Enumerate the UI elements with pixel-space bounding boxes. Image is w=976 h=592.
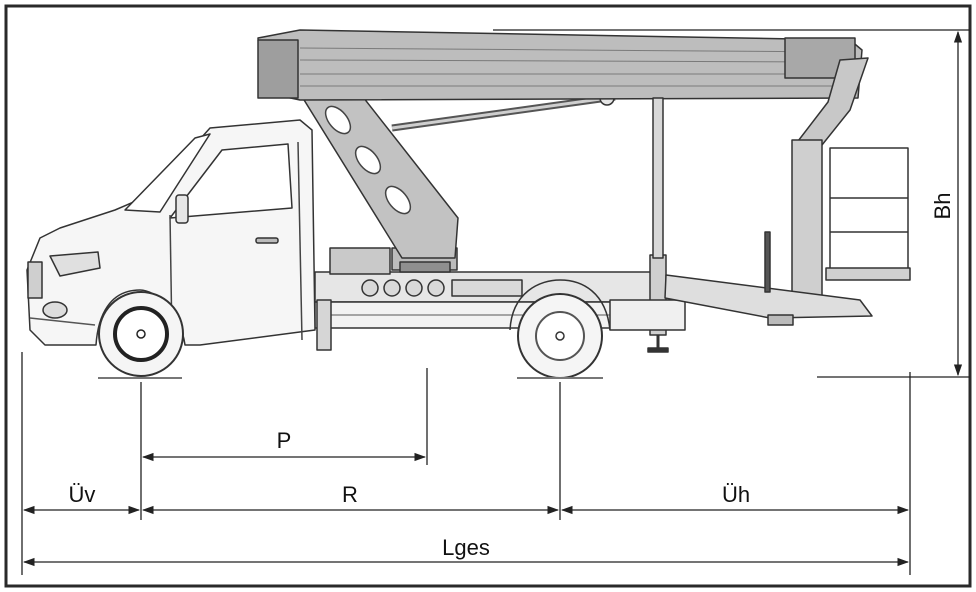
- work-basket: [791, 139, 911, 301]
- side-mirror: [175, 194, 189, 224]
- rear-wheel: [517, 293, 603, 379]
- cab-front-window: [124, 133, 211, 213]
- headlight: [49, 251, 101, 277]
- chassis-tanks: [361, 279, 523, 297]
- label-uv: Üv: [69, 482, 96, 507]
- rear-boom-arm: [664, 274, 873, 319]
- diagram-frame: [4, 4, 972, 588]
- boom-rest: [652, 97, 664, 259]
- front-wheel: [98, 291, 184, 377]
- label-p: P: [277, 428, 292, 453]
- fog-light: [42, 301, 68, 319]
- telescopic-boom: [257, 29, 863, 101]
- engine-unit: [329, 247, 391, 275]
- truck-illustration: [26, 29, 911, 379]
- door-handle: [255, 237, 279, 244]
- label-lges: Lges: [442, 535, 490, 560]
- front-grille: [27, 261, 43, 299]
- label-r: R: [342, 482, 358, 507]
- label-bh: Bh: [930, 193, 955, 220]
- cab-side-window: [169, 143, 293, 219]
- label-uh: Üh: [722, 482, 750, 507]
- dimension-lines: [21, 29, 970, 575]
- front-outrigger: [316, 299, 332, 351]
